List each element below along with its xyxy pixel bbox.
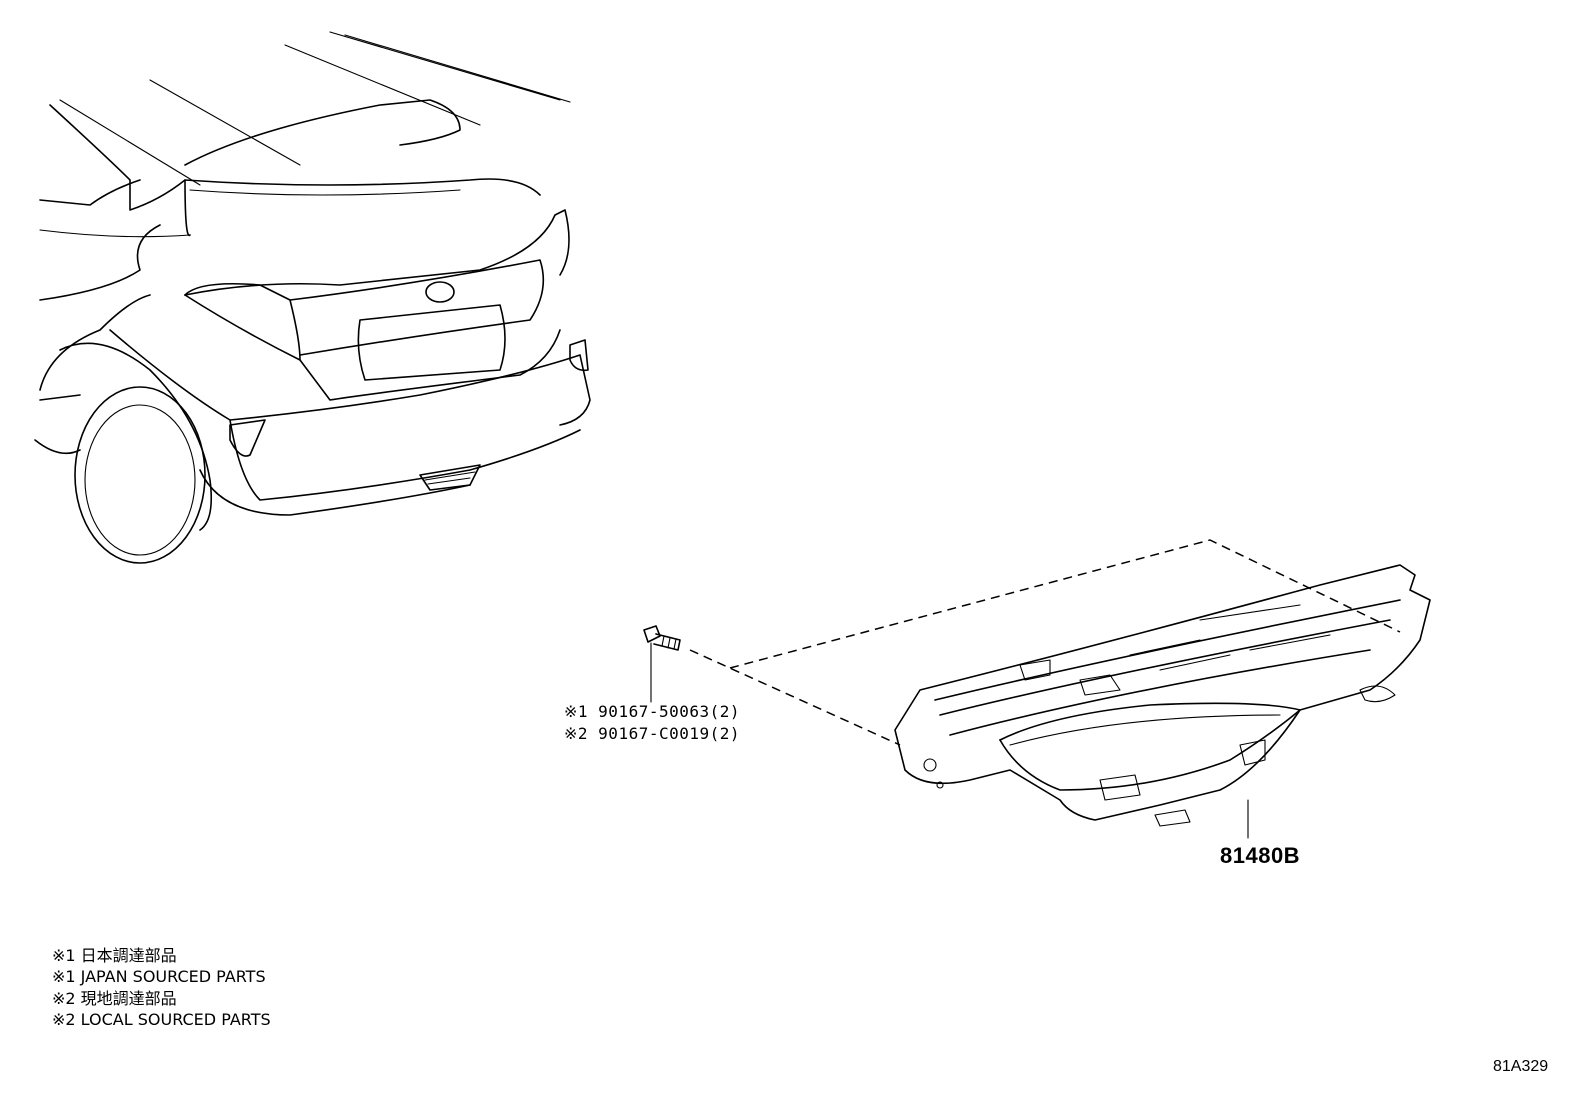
- callout-fog-lamp: 81480B: [1220, 843, 1301, 868]
- legend-note-4: ※2 LOCAL SOURCED PARTS: [52, 1010, 271, 1029]
- assembly-lines: [689, 539, 1401, 839]
- vehicle-rear-illustration: [34, 31, 591, 564]
- fog-lamp-illustration: [894, 564, 1431, 827]
- legend-note-2: ※1 JAPAN SOURCED PARTS: [52, 967, 266, 986]
- legend-note-1: ※1 日本調達部品: [52, 946, 177, 965]
- part-number-japan: ※1 90167-50063(2): [564, 702, 741, 721]
- diagram-reference-code: 81A329: [1493, 1058, 1549, 1075]
- part-number-local: ※2 90167-C0019(2): [564, 724, 741, 743]
- screw-illustration: [643, 625, 681, 703]
- legend-note-3: ※2 現地調達部品: [52, 989, 177, 1008]
